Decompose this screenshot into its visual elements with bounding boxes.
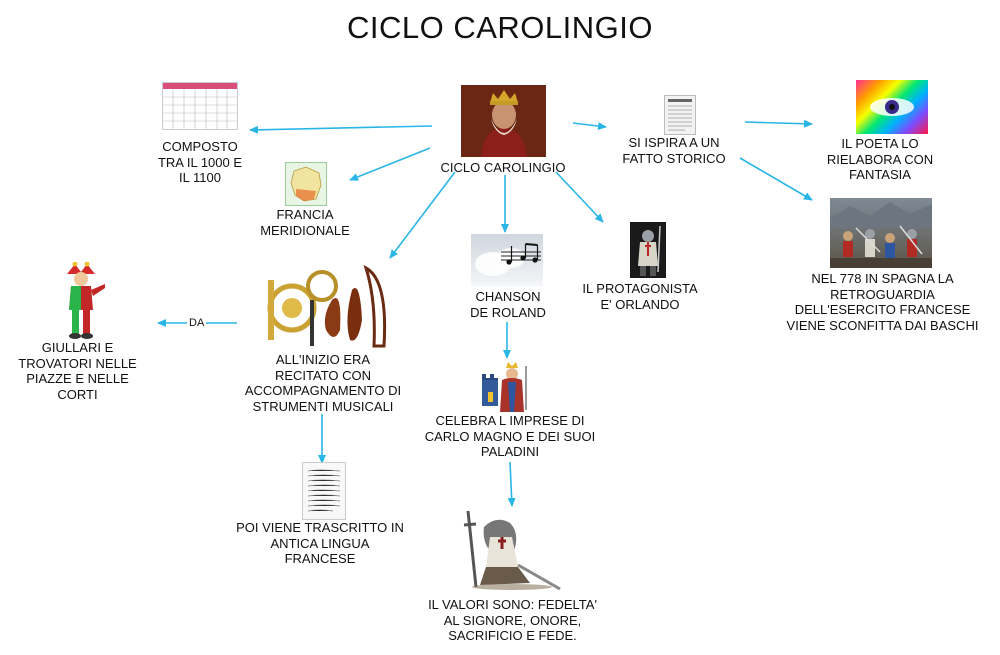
manuscript-image bbox=[302, 462, 346, 520]
node-ispira: SI ISPIRA A UN FATTO STORICO bbox=[622, 135, 726, 166]
map-title: CICLO CAROLINGIO bbox=[347, 10, 653, 45]
link-center-strumenti bbox=[389, 171, 456, 259]
king-with-castle-image bbox=[480, 360, 532, 416]
link-label-da: DA bbox=[187, 317, 207, 329]
node-giullari: GIULLARI E TROVATORI NELLE PIAZZE E NELL… bbox=[18, 340, 137, 402]
link-ispira-spagna bbox=[739, 157, 813, 201]
music-notes-cloud-image bbox=[471, 234, 543, 286]
newspaper-image bbox=[664, 95, 696, 135]
calendar-image bbox=[162, 82, 238, 130]
link-ispira-poeta bbox=[744, 119, 813, 128]
node-composto: COMPOSTO TRA IL 1000 E IL 1100 bbox=[157, 139, 243, 185]
link-center-composto bbox=[249, 125, 433, 134]
orlando-knight-image bbox=[630, 222, 666, 278]
node-chanson: CHANSON DE ROLAND bbox=[470, 289, 546, 320]
charlemagne-portrait-image bbox=[461, 85, 546, 157]
node-spagna: NEL 778 IN SPAGNA LA RETROGUARDIA DELL'E… bbox=[786, 271, 979, 333]
kneeling-knight-image bbox=[460, 507, 564, 591]
node-valori: IL VALORI SONO: FEDELTA' AL SIGNORE, ONO… bbox=[428, 597, 597, 643]
link-celebra-valori bbox=[507, 461, 516, 507]
battle-scene-image bbox=[830, 198, 932, 268]
france-map-image bbox=[285, 162, 327, 206]
psychedelic-eye-image bbox=[856, 80, 928, 134]
node-poeta: IL POETA LO RIELABORA CON FANTASIA bbox=[826, 136, 934, 182]
link-center-protagonista bbox=[555, 171, 604, 223]
node-strumenti: ALL'INIZIO ERA RECITATO CON ACCOMPAGNAME… bbox=[244, 352, 402, 414]
node-protagonista: IL PROTAGONISTA E' ORLANDO bbox=[582, 281, 698, 312]
node-francia: FRANCIA MERIDIONALE bbox=[260, 207, 350, 238]
node-center: CICLO CAROLINGIO bbox=[440, 160, 566, 175]
link-center-ispira bbox=[572, 122, 607, 131]
link-center-francia bbox=[349, 147, 431, 181]
node-trascritto: POI VIENE TRASCRITTO IN ANTICA LINGUA FR… bbox=[236, 520, 404, 566]
musical-instruments-image bbox=[262, 260, 392, 348]
node-celebra: CELEBRA L IMPRESE DI CARLO MAGNO E DEI S… bbox=[424, 413, 596, 459]
jester-image bbox=[55, 262, 107, 340]
